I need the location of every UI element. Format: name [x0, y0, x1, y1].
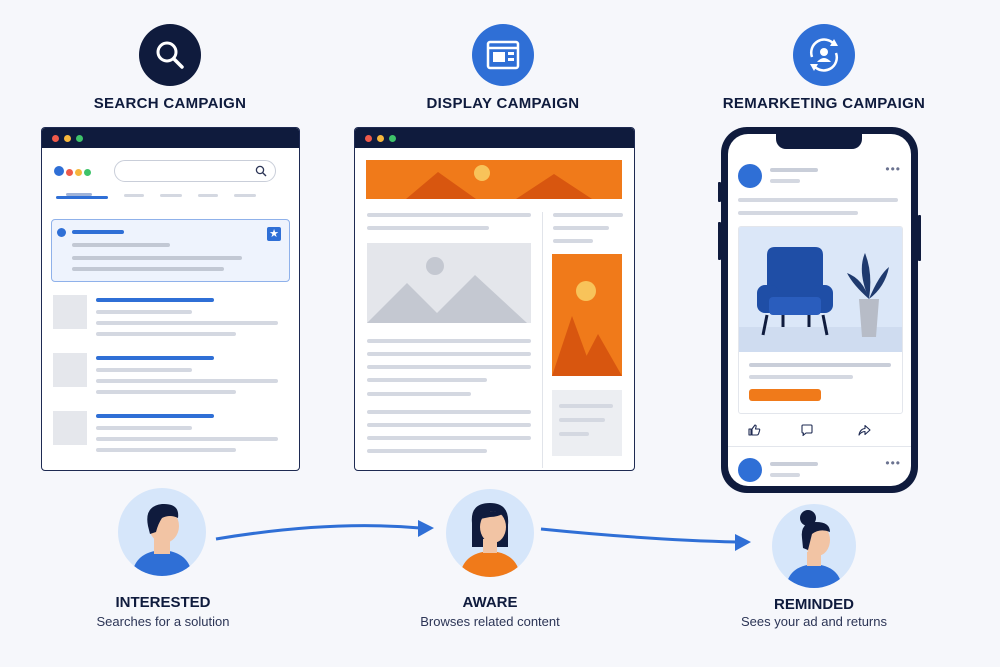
phone-mockup: ••• [718, 127, 921, 493]
result-title[interactable] [96, 356, 214, 360]
stage-description-reminded: Sees your ad and returns [741, 614, 887, 629]
star-icon: ★ [267, 227, 281, 241]
aware-persona-avatar [446, 489, 534, 577]
display-campaign-title: DISPLAY CAMPAIGN [426, 95, 580, 112]
comment-icon[interactable] [800, 423, 814, 437]
tab[interactable] [124, 194, 144, 197]
landscape-icon [552, 281, 622, 376]
remarketing-campaign-title: REMARKETING CAMPAIGN [722, 95, 926, 112]
stage-description-interested: Searches for a solution [96, 614, 230, 629]
retargeting-user-icon [810, 38, 838, 72]
phone-screen: ••• [728, 134, 911, 486]
armchair-plant-illustration [739, 247, 902, 352]
result-title[interactable] [96, 414, 214, 418]
shop-now-button[interactable] [749, 389, 821, 401]
banner-ad[interactable] [366, 160, 622, 199]
ad-product-image [739, 227, 902, 352]
article-image-placeholder [367, 243, 531, 323]
landscape-icon [406, 165, 592, 199]
image-icon [367, 257, 527, 323]
search-icon [156, 41, 184, 69]
tab[interactable] [160, 194, 182, 197]
result-thumbnail [53, 295, 87, 329]
tab[interactable] [234, 194, 256, 197]
browser-titlebar [42, 128, 299, 148]
interested-persona-avatar [118, 488, 206, 576]
tab[interactable] [198, 194, 218, 197]
display-campaign-badge [472, 24, 534, 86]
search-campaign-title: SEARCH CAMPAIGN [93, 95, 247, 112]
arrow-interested-to-aware [215, 520, 434, 541]
profile-avatar[interactable] [738, 458, 762, 482]
search-ad-result[interactable]: ★ [51, 219, 290, 282]
search-browser-mockup: ★ [41, 127, 300, 471]
stage-label-aware: AWARE [462, 594, 518, 611]
browser-window-icon [486, 40, 520, 70]
search-campaign-badge [139, 24, 201, 86]
sidebar-card [552, 390, 622, 456]
browser-titlebar [355, 128, 634, 148]
like-icon[interactable] [747, 423, 761, 437]
phone-notch [776, 134, 862, 149]
result-thumbnail [53, 411, 87, 445]
sponsored-post-card[interactable] [738, 226, 903, 414]
search-input[interactable] [114, 160, 276, 182]
stage-label-reminded: REMINDED [773, 596, 854, 613]
sidebar-display-ad[interactable] [552, 254, 622, 376]
display-browser-mockup [354, 127, 635, 471]
result-thumbnail [53, 353, 87, 387]
reminded-persona-avatar [772, 504, 856, 588]
remarketing-campaign-badge [793, 24, 855, 86]
stage-description-aware: Browses related content [420, 614, 560, 629]
tab-all[interactable] [56, 196, 108, 199]
arrow-aware-to-reminded [540, 527, 751, 551]
result-title[interactable] [96, 298, 214, 302]
share-icon[interactable] [857, 423, 871, 437]
profile-avatar[interactable] [738, 164, 762, 188]
search-icon [255, 165, 267, 177]
search-engine-logo [54, 166, 91, 176]
stage-label-interested: INTERESTED [115, 594, 211, 611]
more-options-icon[interactable]: ••• [885, 456, 901, 470]
more-options-icon[interactable]: ••• [885, 162, 901, 176]
